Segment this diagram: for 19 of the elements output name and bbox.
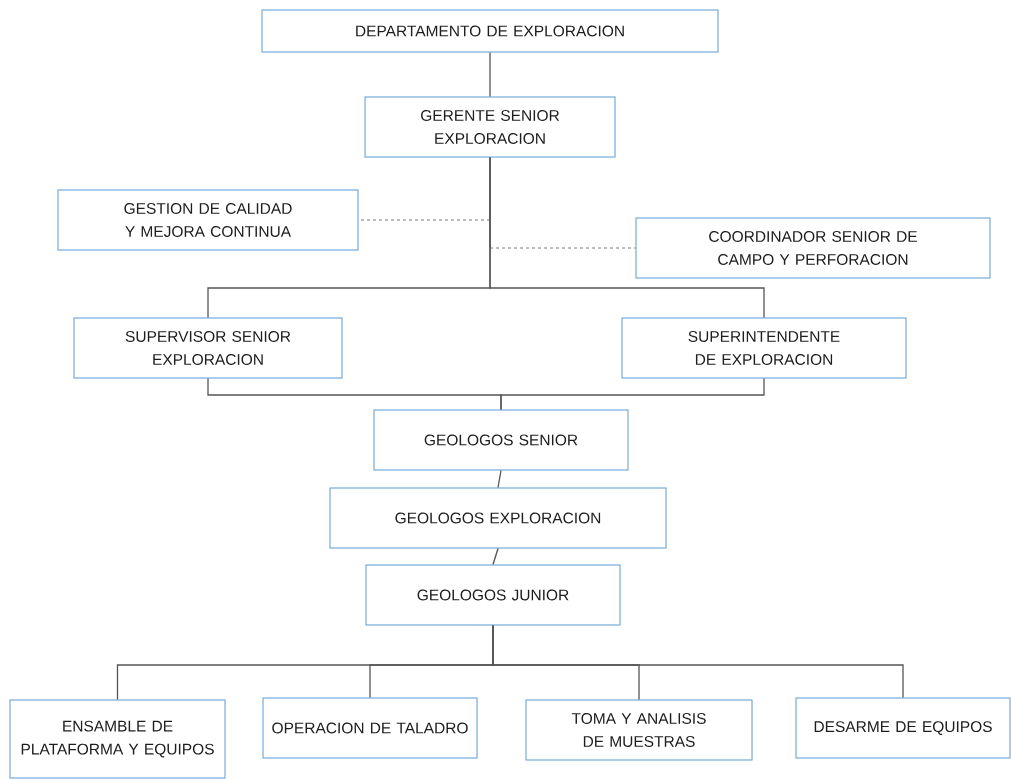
org-box: DEPARTAMENTO DE EXPLORACION <box>261 9 719 53</box>
org-box: TOMA Y ANALISIS DE MUESTRAS <box>525 699 753 761</box>
org-box: OPERACION DE TALADRO <box>262 697 478 759</box>
connector-line <box>500 377 765 411</box>
org-box: GESTION DE CALIDAD Y MEJORA CONTINUA <box>57 189 359 251</box>
connector-line <box>492 624 904 699</box>
org-box: GEOLOGOS JUNIOR <box>365 564 621 626</box>
org-box: DESARME DE EQUIPOS <box>795 697 1011 759</box>
org-box: GERENTE SENIOR EXPLORACION <box>364 96 616 158</box>
org-box: GEOLOGOS SENIOR <box>373 409 629 471</box>
org-box: ENSAMBLE DE PLATAFORMA Y EQUIPOS <box>9 699 226 779</box>
connector-line <box>497 469 502 489</box>
org-box: COORDINADOR SENIOR DE CAMPO Y PERFORACION <box>635 217 991 279</box>
org-box: SUPERINTENDENTE DE EXPLORACION <box>621 317 907 379</box>
org-box: SUPERVISOR SENIOR EXPLORACION <box>73 317 343 379</box>
connector-line <box>489 51 491 98</box>
org-box: GEOLOGOS EXPLORACION <box>329 487 667 549</box>
connector-line <box>492 547 499 566</box>
connector-line <box>489 156 765 319</box>
